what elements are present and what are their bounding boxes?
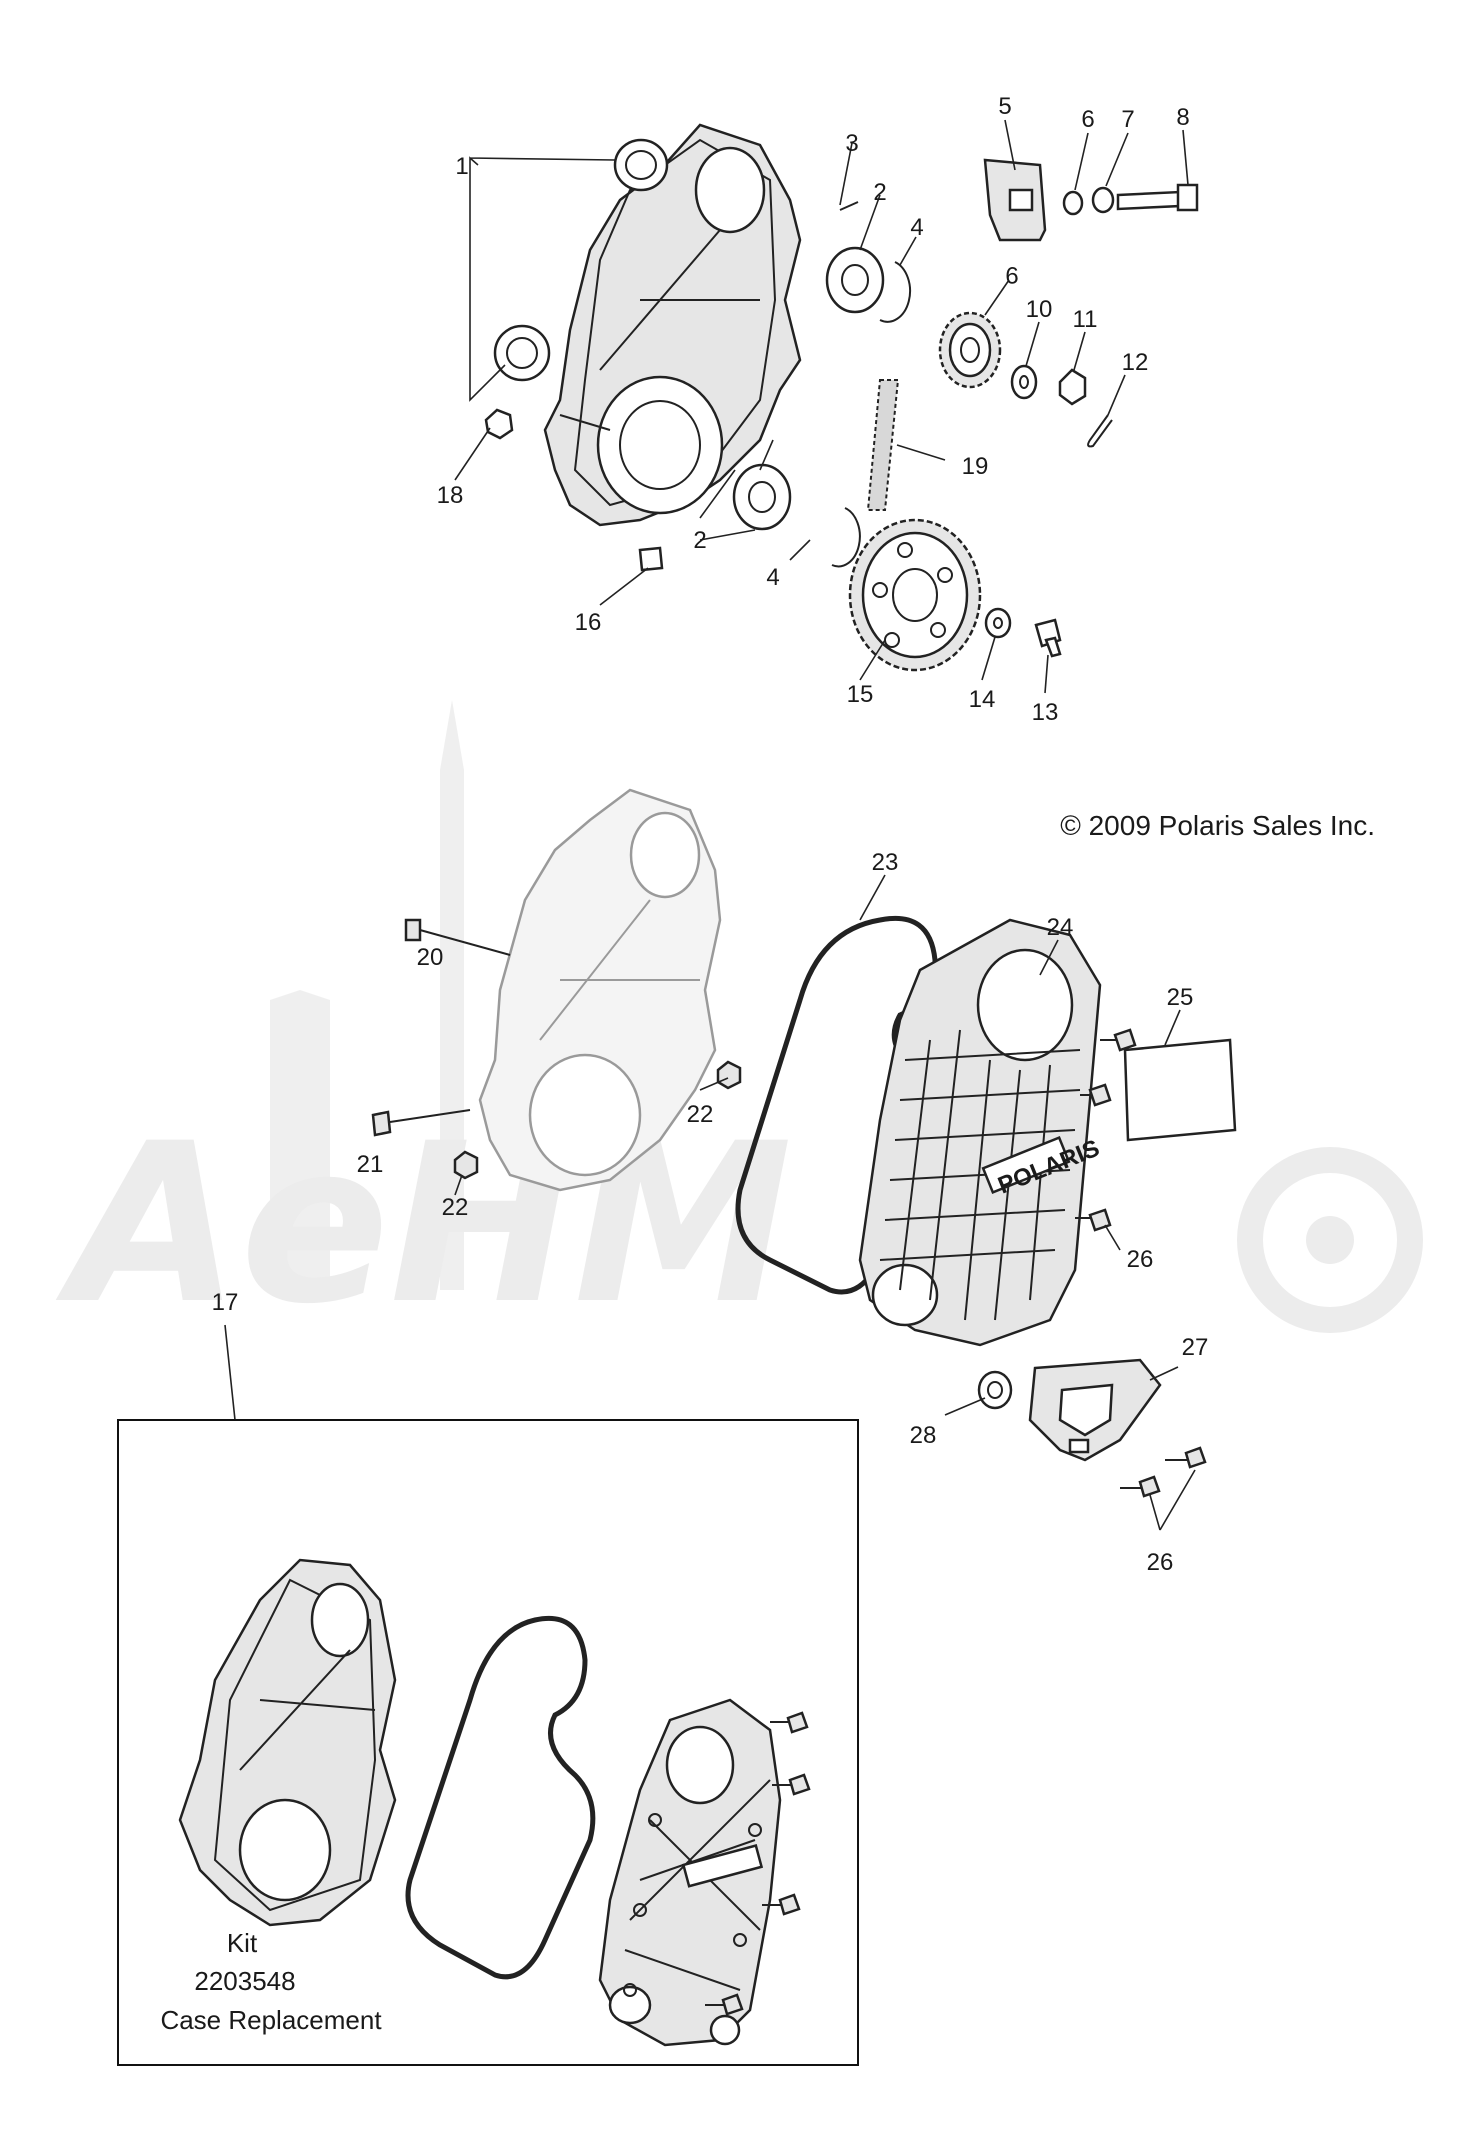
seal-lower [493, 324, 551, 382]
svg-text:AeHM: AeHM [55, 1096, 793, 1352]
callout-15: 15 [847, 681, 874, 708]
callout-22: 22 [687, 1101, 714, 1128]
callout-22: 22 [442, 1194, 469, 1221]
kit-box [117, 1419, 859, 2066]
washer-10 [1010, 364, 1038, 400]
callout-8: 8 [1176, 104, 1189, 131]
callout-19: 19 [962, 453, 989, 480]
callout-10: 10 [1026, 296, 1053, 323]
callout-24: 24 [1047, 914, 1074, 941]
plug-16 [638, 546, 664, 572]
kit-gasket [405, 1615, 596, 1980]
callout-6: 6 [1081, 106, 1094, 133]
nut-22-left [453, 1150, 479, 1180]
callout-9: 9 [1005, 261, 1018, 288]
decal [1123, 1038, 1237, 1142]
washer-6 [1062, 190, 1084, 216]
drive-chain [866, 379, 900, 511]
callout-1: 1 [455, 153, 468, 180]
bolt-21 [371, 1109, 471, 1137]
cover-bolts-lower [1120, 1446, 1207, 1498]
kit-cover [598, 1698, 782, 2047]
bearing-cover [1028, 1358, 1162, 1462]
callout-26: 26 [1147, 1549, 1174, 1576]
bolt-13 [1034, 618, 1062, 658]
kit-title: Kit [227, 1928, 258, 1958]
snap-ring-lower [831, 507, 861, 568]
callout-13: 13 [1032, 699, 1059, 726]
bolt-8 [1116, 183, 1199, 212]
pin [839, 201, 859, 211]
callout-7: 7 [1121, 106, 1134, 133]
seal-28 [977, 1370, 1013, 1410]
chaincase-cover: POLARIS [858, 918, 1103, 1347]
copyright-text: © 2009 Polaris Sales Inc. [1060, 810, 1375, 841]
tensioner-shoe [983, 158, 1047, 242]
kit-number: 2203548 [194, 1966, 295, 1996]
callout-5: 5 [998, 93, 1011, 120]
callout-18: 18 [437, 482, 464, 509]
callout-labels: 1 2 2 3 4 4 5 6 7 8 9 10 11 12 13 14 15 … [212, 93, 1209, 1576]
nut-18 [484, 408, 514, 440]
chaincase-housing-ghost [478, 788, 722, 1192]
callout-2: 2 [873, 179, 886, 206]
callout-4: 4 [910, 214, 923, 241]
snap-ring-upper [879, 261, 912, 323]
leader-lines-middle [224, 874, 1196, 1531]
callout-3: 3 [845, 130, 858, 157]
callout-23: 23 [872, 849, 899, 876]
callout-17: 17 [212, 1289, 239, 1316]
watermark: AeHM [55, 700, 1423, 1352]
callout-16: 16 [575, 609, 602, 636]
callout-27: 27 [1182, 1334, 1209, 1361]
callout-14: 14 [969, 686, 996, 713]
callout-25: 25 [1167, 984, 1194, 1011]
callout-12: 12 [1122, 349, 1149, 376]
kit-bolts [705, 1711, 811, 2046]
cotter-pin-12 [1087, 414, 1113, 448]
bearing-upper [825, 246, 885, 314]
callout-4: 4 [766, 564, 779, 591]
washer-14 [984, 607, 1012, 639]
bolt-20 [404, 918, 511, 956]
callout-28: 28 [910, 1422, 937, 1449]
leader-lines-top [454, 119, 1189, 694]
chaincase-housing-top [543, 123, 802, 527]
kit-housing [178, 1558, 397, 1927]
callout-11: 11 [1073, 306, 1098, 333]
spacer-7 [1091, 186, 1115, 214]
callout-21: 21 [357, 1151, 384, 1178]
callout-26: 26 [1127, 1246, 1154, 1273]
kit-description: Case Replacement [160, 2005, 382, 2035]
sprocket-large [848, 518, 982, 672]
callout-2: 2 [693, 527, 706, 554]
nut-11 [1058, 368, 1087, 406]
sprocket-small [938, 311, 1002, 389]
callout-20: 20 [417, 944, 444, 971]
seal-upper [613, 138, 669, 192]
bearing-lower [732, 463, 792, 531]
nut-22-right [716, 1060, 742, 1090]
